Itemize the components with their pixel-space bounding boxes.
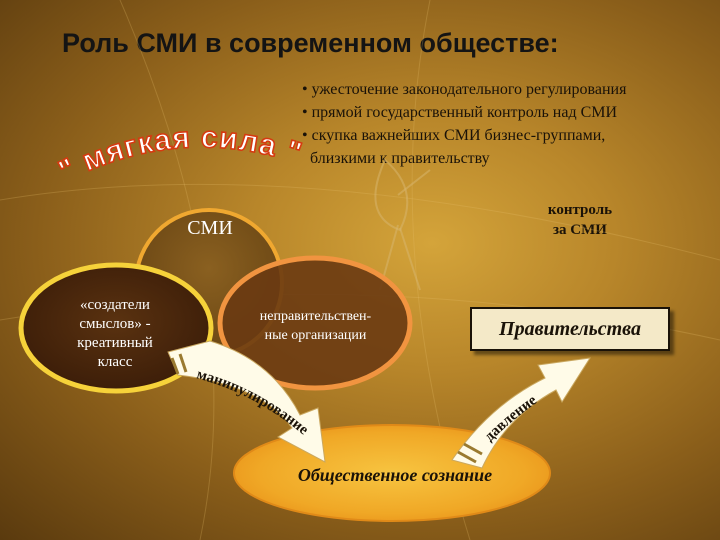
soft-power-label: " мягкая сила " [54,121,306,188]
creators-label-line: смыслов» - [79,316,151,332]
ngo-ellipse [217,255,413,391]
creators-label-line: класс [97,354,133,370]
manipulation-arrow [167,340,326,463]
bullet-item: • скупка важнейших СМИ бизнес-группами, [302,127,606,144]
creators-ellipse [18,262,214,394]
ngo-label-line: ные организации [264,328,367,343]
pressure-arrow [451,357,591,469]
control-label-line: за СМИ [553,222,607,238]
bullet-item: близкими к правительству [310,150,490,167]
bullet-item: • прямой государственный контроль над СМ… [302,104,618,121]
creators-label: «создатели смыслов» - креативный класс [40,296,190,372]
smi-label: СМИ [187,217,233,239]
soft-power-label-path: " мягкая сила " [53,120,306,189]
bullet-item: • ужесточение законодательного регулиров… [302,81,627,98]
creators-label-line: «создатели [80,297,150,313]
bullet-list: • ужесточение законодательного регулиров… [302,78,626,170]
government-box: Правительства [470,307,670,351]
control-label: контроль за СМИ [520,200,640,240]
creators-label-line: креативный [77,335,153,351]
satellite-dish-icon [374,158,431,291]
control-label-line: контроль [547,202,613,218]
ngo-label: неправительствен- ные организации [228,307,403,345]
ngo-label-line: неправительствен- [259,309,372,324]
slide-title: Роль СМИ в современном обществе: [62,28,559,58]
government-label: Правительства [499,317,641,340]
public-consciousness-label: Общественное сознание [297,465,493,485]
